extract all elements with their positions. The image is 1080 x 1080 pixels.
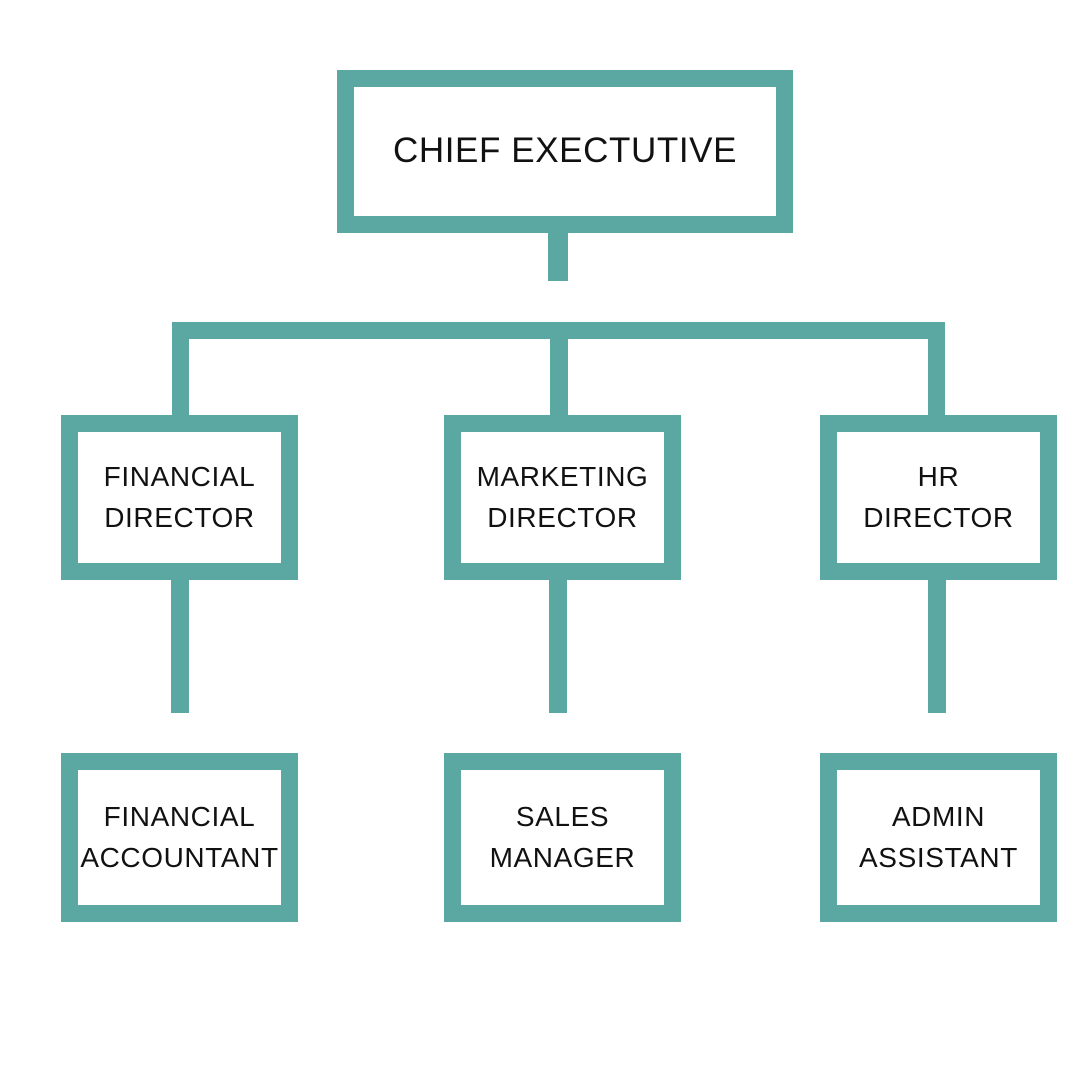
connector-drop-center xyxy=(550,339,568,415)
connector-marketing-line xyxy=(549,580,567,713)
org-node-chief-executive: CHIEF EXECTUTIVE xyxy=(337,70,793,233)
connector-hr-line xyxy=(928,580,946,713)
connector-horizontal-bar xyxy=(172,322,945,339)
sales-manager-label: SALES MANAGER xyxy=(489,801,636,873)
connector-drop-right xyxy=(928,339,945,415)
org-node-financial-director: FINANCIAL DIRECTOR xyxy=(61,415,298,580)
org-node-hr-director: HR DIRECTOR xyxy=(820,415,1057,580)
connector-chief-stub xyxy=(548,233,568,281)
org-node-admin-assistant: ADMIN ASSISTANT xyxy=(820,753,1057,922)
admin-assistant-label: ADMIN ASSISTANT xyxy=(859,801,1018,873)
hr-director-label: HR DIRECTOR xyxy=(863,461,1014,533)
connector-drop-left xyxy=(172,339,189,415)
financial-accountant-label: FINANCIAL ACCOUNTANT xyxy=(80,801,279,873)
connector-financial-line xyxy=(171,580,189,713)
org-node-sales-manager: SALES MANAGER xyxy=(444,753,681,922)
org-node-financial-accountant: FINANCIAL ACCOUNTANT xyxy=(61,753,298,922)
org-node-marketing-director: MARKETING DIRECTOR xyxy=(444,415,681,580)
marketing-director-label: MARKETING DIRECTOR xyxy=(476,461,649,533)
financial-director-label: FINANCIAL DIRECTOR xyxy=(103,461,256,533)
chief-executive-label: CHIEF EXECTUTIVE xyxy=(392,131,738,171)
